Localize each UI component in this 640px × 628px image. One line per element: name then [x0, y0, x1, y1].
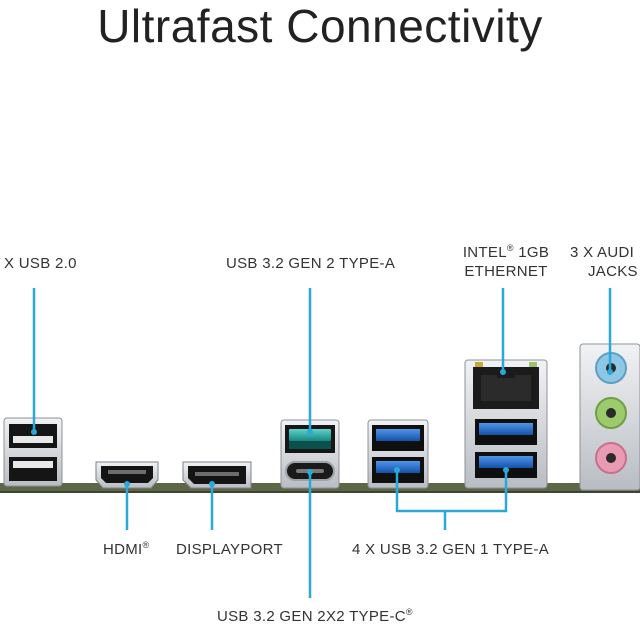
label-usb-3-2-gen-2-type-a: USB 3.2 GEN 2 TYPE-A: [226, 255, 396, 272]
label-1gb-text: 1GB: [513, 244, 550, 261]
displayport-port: [182, 461, 252, 489]
board-shadow: [0, 491, 640, 493]
usb-2-0-port-stack: [3, 417, 63, 487]
label-audio-jacks: 3 X AUDI JACKS: [570, 243, 638, 281]
label-hdmi-text: HDMI: [103, 541, 143, 558]
registered-mark: ®: [506, 243, 514, 253]
usb-gen2-typea-typec-stack: [280, 419, 340, 489]
label-intel-text: INTEL: [462, 244, 507, 261]
usb-gen1-left-stack: [367, 419, 429, 489]
label-hdmi: HDMI®: [103, 540, 149, 559]
label-ethernet-text: ETHERNET: [464, 263, 548, 280]
label-usb-3-2-gen-2x2-type-c: USB 3.2 GEN 2X2 TYPE-C®: [217, 607, 413, 626]
registered-mark: ®: [405, 607, 413, 617]
label-usb-2-0: X USB 2.0: [4, 255, 77, 272]
label-type-c-text: USB 3.2 GEN 2X2 TYPE-C: [217, 608, 406, 625]
callout-lines: [32, 288, 612, 598]
hdmi-port: [95, 461, 159, 489]
label-usb-3-2-gen-1-type-a: 4 X USB 3.2 GEN 1 TYPE-A: [352, 541, 549, 558]
label-displayport: DISPLAYPORT: [176, 541, 283, 558]
registered-mark: ®: [142, 540, 150, 550]
ethernet-usb-stack: [464, 359, 548, 489]
label-intel-ethernet: INTEL® 1GB ETHERNET: [452, 243, 560, 281]
label-audio-line2: JACKS: [588, 263, 638, 280]
callout-dots: [31, 369, 613, 487]
label-audio-line1: 3 X AUDI: [570, 244, 635, 261]
page-title: Ultrafast Connectivity: [97, 0, 543, 52]
